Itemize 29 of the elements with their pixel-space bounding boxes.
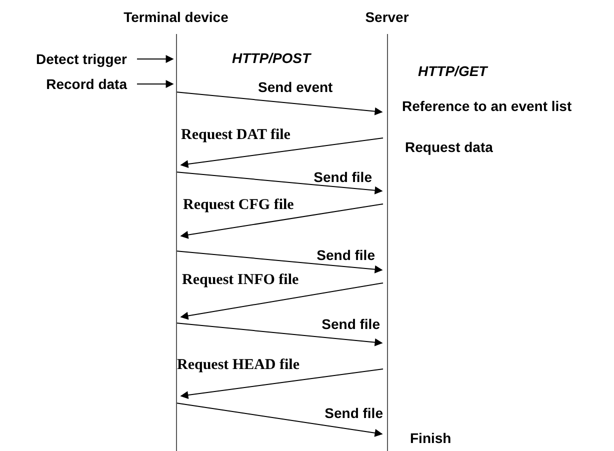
arrow — [176, 172, 383, 194]
arrow — [136, 80, 174, 88]
edge-label: Send file — [322, 316, 380, 333]
arrow — [176, 322, 383, 346]
edge-label: Request DAT file — [181, 127, 290, 144]
event-text: Detect trigger — [36, 50, 137, 68]
edge-label: Send file — [314, 169, 372, 186]
edge-label: Request CFG file — [183, 197, 294, 214]
arrow — [180, 204, 384, 239]
arrow — [176, 92, 383, 116]
arrow — [136, 55, 174, 63]
note-text: Reference to an event list — [402, 97, 572, 115]
arrow — [176, 402, 383, 437]
note-text: Request data — [405, 138, 493, 156]
arrow — [176, 250, 383, 274]
edge-label: Request HEAD file — [177, 357, 300, 374]
note-text: HTTP/GET — [418, 62, 488, 80]
arrow — [180, 368, 384, 399]
edge-label: Request INFO file — [182, 272, 299, 289]
arrow — [180, 282, 384, 320]
event-text: Record data — [46, 75, 137, 93]
edge-label: Send event — [258, 79, 333, 96]
note-text: Finish — [410, 429, 452, 447]
lifeline-heading: Server — [365, 8, 409, 26]
note-text: HTTP/POST — [232, 49, 311, 67]
lifeline-heading: Terminal device — [124, 8, 228, 26]
arrow — [180, 138, 384, 168]
edge-label: Send file — [324, 405, 383, 422]
edge-label: Send file — [316, 247, 375, 264]
